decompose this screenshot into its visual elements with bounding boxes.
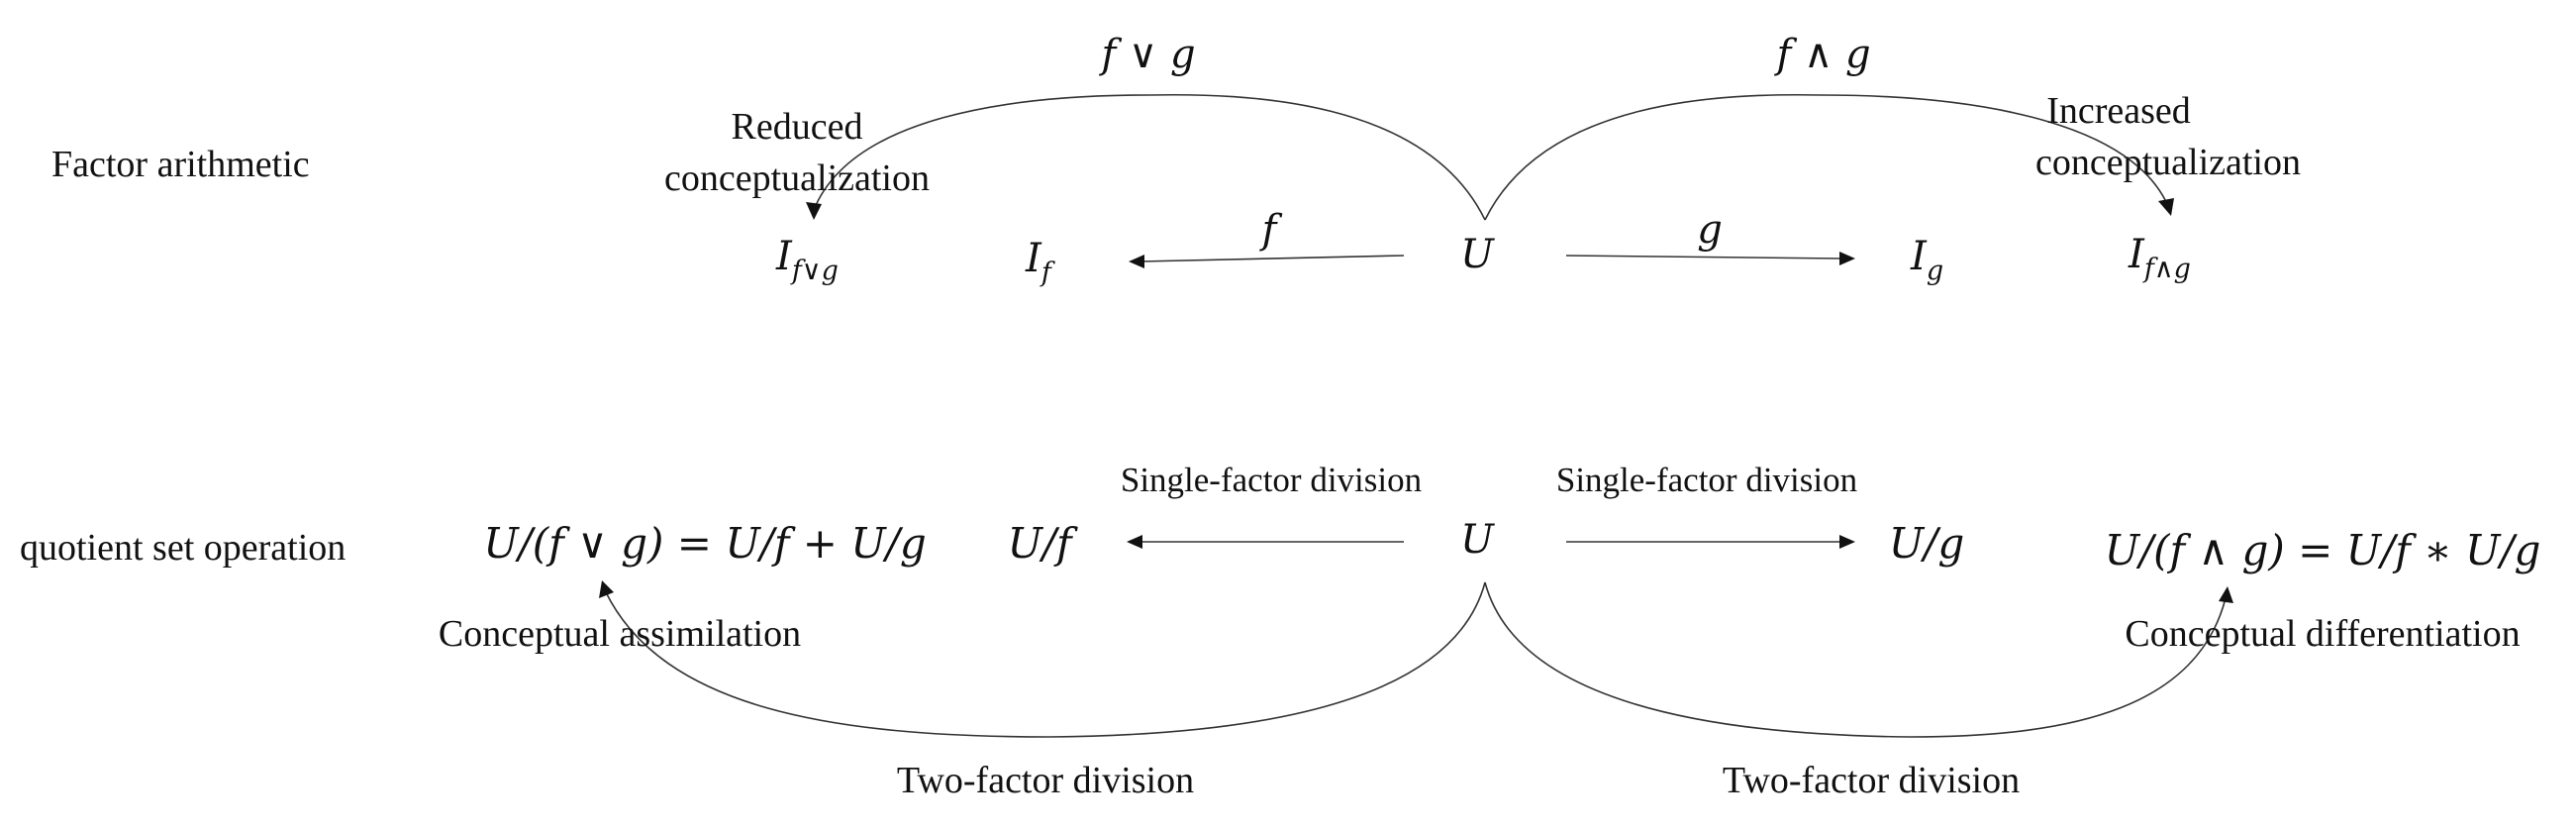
edge-label-single-factor-left: Single-factor division	[1121, 461, 1422, 499]
arc-two-factor-right-edge	[1484, 581, 2227, 738]
row-label-factor-arithmetic: Factor arithmetic	[51, 144, 310, 185]
node-i-meet: If∧g	[2128, 232, 2191, 284]
arc-meet-edge	[1484, 93, 2169, 221]
node-u-over-join: U/(f ∨ g) = U/f + U/g	[483, 519, 927, 568]
arc-join-arrowhead	[806, 202, 822, 220]
note-conceptual-differentiation: Conceptual differentiation	[2125, 613, 2520, 655]
arc-two-factor-left-edge	[605, 581, 1486, 738]
edge-label-single-factor-right: Single-factor division	[1556, 461, 1857, 499]
note-increased-line1: Increased	[2046, 90, 2191, 132]
edge-u-to-ig	[1565, 255, 1842, 260]
edge-u-to-uf-arrowhead	[1127, 535, 1142, 549]
edge-u-to-if	[1139, 255, 1405, 262]
note-conceptual-assimilation: Conceptual assimilation	[439, 613, 801, 655]
edge-u-to-ig-arrowhead	[1839, 252, 1855, 265]
arc-meet-arrowhead	[2158, 198, 2174, 216]
edge-label-g: g	[1697, 207, 1723, 253]
row-label-quotient-set-operation: quotient set operation	[20, 527, 346, 569]
edge-u-to-if-arrowhead	[1129, 255, 1144, 268]
edge-label-f: f	[1259, 207, 1283, 253]
note-reduced-line1: Reduced	[732, 106, 863, 148]
note-reduced-line2: conceptualization	[664, 157, 930, 199]
arc-two-factor-right-arrowhead	[2219, 586, 2233, 603]
arc-label-two-factor-left: Two-factor division	[897, 760, 1194, 801]
arc-label-meet: f ∧ g	[1773, 32, 1870, 77]
arc-label-join: f ∨ g	[1098, 32, 1195, 77]
node-u-top: U	[1460, 232, 1495, 277]
arc-label-two-factor-right: Two-factor division	[1723, 760, 2020, 801]
node-i-f: If	[1025, 236, 1055, 288]
node-i-g: Ig	[1910, 234, 1943, 286]
arc-two-factor-left-arrowhead	[599, 580, 614, 598]
node-u-over-f: U/f	[1007, 519, 1078, 568]
node-u-over-meet: U/(f ∧ g) = U/f ∗ U/g	[2105, 526, 2541, 574]
arc-join-edge	[813, 93, 1486, 221]
edge-u-to-ug-arrowhead	[1839, 535, 1855, 549]
node-u-bottom: U	[1460, 517, 1495, 563]
note-increased-line2: conceptualization	[2035, 142, 2301, 183]
node-i-join: If∨g	[775, 234, 839, 286]
node-u-over-g: U/g	[1889, 519, 1964, 568]
